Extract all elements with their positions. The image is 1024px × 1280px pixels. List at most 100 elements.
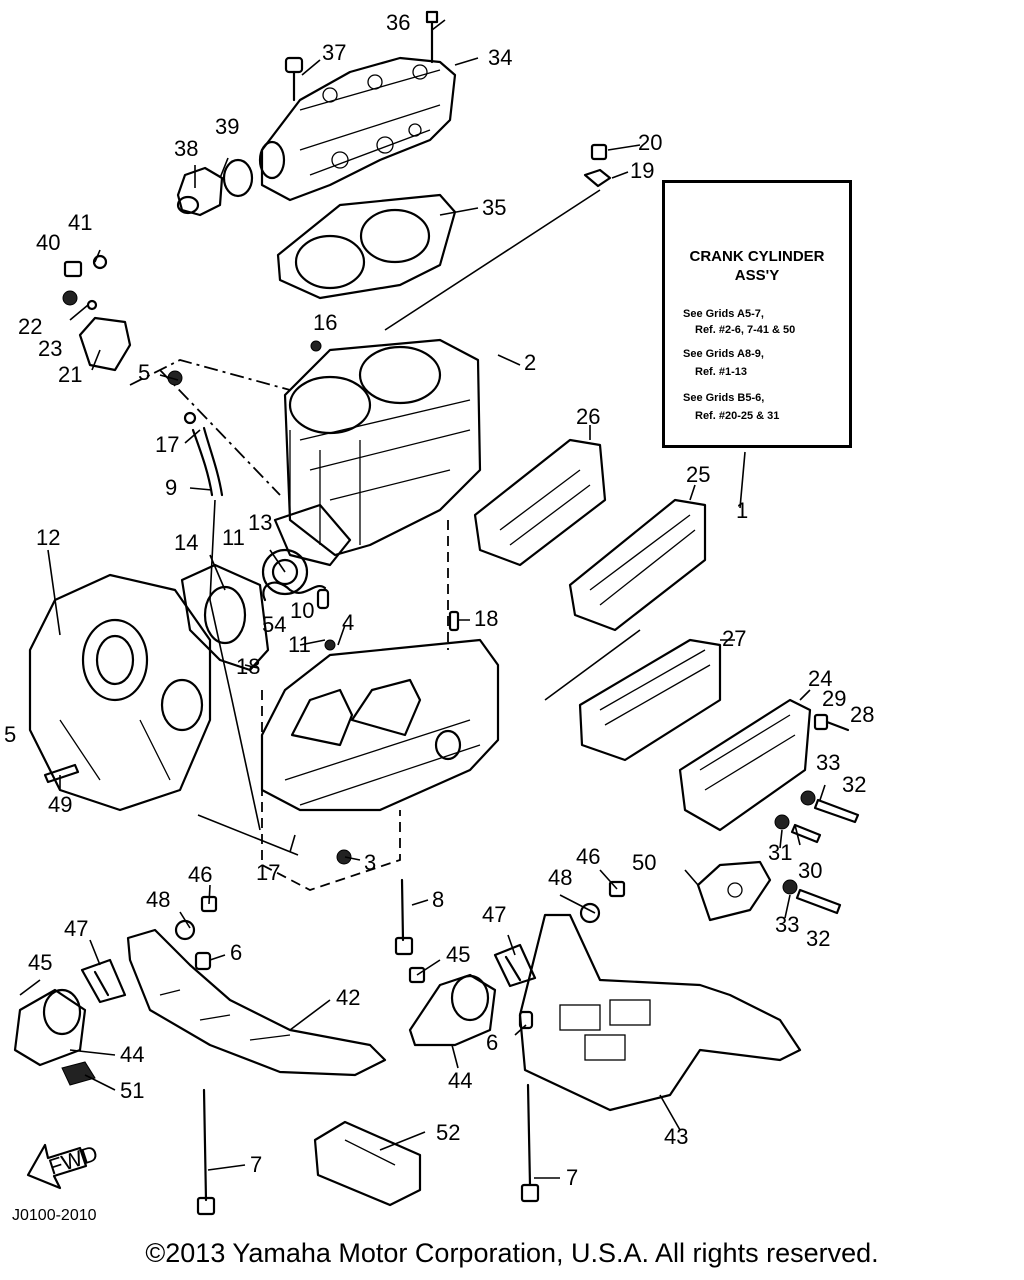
callout-42: 42 <box>336 985 360 1010</box>
fwd-arrow-icon: FWD <box>26 1140 101 1190</box>
note-ref-line: Ref. #20-25 & 31 <box>695 410 780 422</box>
callout-45a: 45 <box>28 950 52 975</box>
callout-12: 12 <box>36 525 60 550</box>
callout-41: 41 <box>68 210 92 235</box>
washer-48-right-part <box>579 902 601 924</box>
callout-9: 9 <box>165 475 177 500</box>
hose-54-part <box>262 581 327 602</box>
callout-2: 2 <box>524 350 536 375</box>
note-ref-line: Ref. #2-6, 7-41 & 50 <box>695 324 796 336</box>
callout-32a: 32 <box>842 772 866 797</box>
callout-27: 27 <box>722 626 746 651</box>
callout-20: 20 <box>638 130 662 155</box>
callout-labels: 1 2 3 4 5 5 6 6 7 7 8 9 10 11 11 12 13 1… <box>4 10 874 1190</box>
block-52-part <box>313 1120 422 1207</box>
callout-3: 3 <box>364 850 376 875</box>
callout-26: 26 <box>576 404 600 429</box>
clip-19-part <box>583 168 612 188</box>
callout-33b: 33 <box>775 912 799 937</box>
callout-44a: 44 <box>120 1042 144 1067</box>
plate-27-part <box>578 638 722 762</box>
callout-18a: 18 <box>474 606 498 631</box>
exhaust-cover-26-part <box>473 438 607 567</box>
callout-6b: 6 <box>486 1030 498 1055</box>
callout-30: 30 <box>798 858 822 883</box>
callout-22: 22 <box>18 314 42 339</box>
callout-5: 5 <box>138 360 150 385</box>
flywheel-cover-part <box>28 573 212 812</box>
bolt-3-part <box>336 849 352 865</box>
callout-25: 25 <box>686 462 710 487</box>
bolt-7-right-part <box>520 1083 540 1203</box>
callout-23: 23 <box>38 336 62 361</box>
rubber-mount-44-right-part <box>408 973 497 1047</box>
plug-16-part <box>310 340 322 352</box>
callout-8: 8 <box>432 887 444 912</box>
callout-31: 31 <box>768 840 792 865</box>
cover-21-part <box>78 316 132 372</box>
gasket-39-part <box>222 158 254 198</box>
washer-23-part <box>86 299 98 311</box>
callout-45b: 45 <box>446 942 470 967</box>
callout-14: 14 <box>174 530 198 555</box>
bolt-32-lower-part <box>782 879 842 915</box>
callout-36: 36 <box>386 10 410 35</box>
callout-47b: 47 <box>482 902 506 927</box>
callout-17a: 17 <box>155 432 179 457</box>
callout-17b: 17 <box>256 860 280 885</box>
bolt-20-part <box>590 143 608 161</box>
head-gasket-part <box>276 193 457 300</box>
callout-33a: 33 <box>816 750 840 775</box>
bolt-45-right-part <box>408 966 426 984</box>
callout-32b: 32 <box>806 926 830 951</box>
callout-44b: 44 <box>448 1068 472 1093</box>
bolt-46-right-part <box>608 880 626 898</box>
pin-18-part <box>448 610 460 632</box>
callout-11a: 11 <box>222 525 245 550</box>
bolt-36-part <box>425 10 439 64</box>
rubber-mount-44-left-part <box>13 988 87 1067</box>
callout-11b: 11 <box>288 632 311 657</box>
callout-6a: 6 <box>230 940 242 965</box>
bracket-50-part <box>696 860 772 922</box>
exhaust-manifold-part <box>258 56 457 202</box>
callout-16: 16 <box>313 310 337 335</box>
clamp-17-part <box>183 411 197 425</box>
bolt-32-upper-part <box>800 790 860 824</box>
fwd-label: FWD <box>46 1140 101 1179</box>
thermostat-cover-part <box>176 166 224 217</box>
callout-18b: 18 <box>236 654 260 679</box>
callout-29: 29 <box>822 686 846 711</box>
callout-24: 24 <box>808 666 832 691</box>
bolt-28-part <box>813 713 850 732</box>
note-title-line1: CRANK CYLINDER <box>689 248 825 265</box>
bolt-49-part <box>43 763 80 784</box>
engine-mount-42-part <box>126 928 387 1077</box>
exhaust-cover-25-part <box>568 498 707 632</box>
callout-7b: 7 <box>566 1165 578 1190</box>
callout-35: 35 <box>482 195 506 220</box>
hose-9-part <box>191 428 214 497</box>
callout-48a: 48 <box>146 887 170 912</box>
note-ref-line: See Grids A5-7, <box>683 308 764 320</box>
callout-43: 43 <box>664 1124 688 1149</box>
note-ref-line: See Grids A8-9, <box>683 348 764 360</box>
callout-34: 34 <box>488 45 512 70</box>
crankcase-part <box>260 638 500 812</box>
callout-10: 10 <box>290 598 314 623</box>
engine-mount-43-part <box>518 913 802 1112</box>
callout-28: 28 <box>850 702 874 727</box>
cover-24-part <box>678 698 812 832</box>
callout-7a: 7 <box>250 1152 262 1177</box>
callout-13: 13 <box>248 510 272 535</box>
shim-47-right-part <box>493 943 537 988</box>
callout-5b: 5 <box>4 722 16 747</box>
note-title-line2: ASS'Y <box>734 267 780 284</box>
copyright-notice: ©2013 Yamaha Motor Corporation, U.S.A. A… <box>145 1238 879 1268</box>
oil-seal-13-part <box>261 548 309 596</box>
bolt-30-part <box>774 814 822 844</box>
collar-6-right-part <box>518 1010 534 1030</box>
note-ref-line: See Grids B5-6, <box>683 392 765 404</box>
callout-1: 1 <box>736 498 748 523</box>
